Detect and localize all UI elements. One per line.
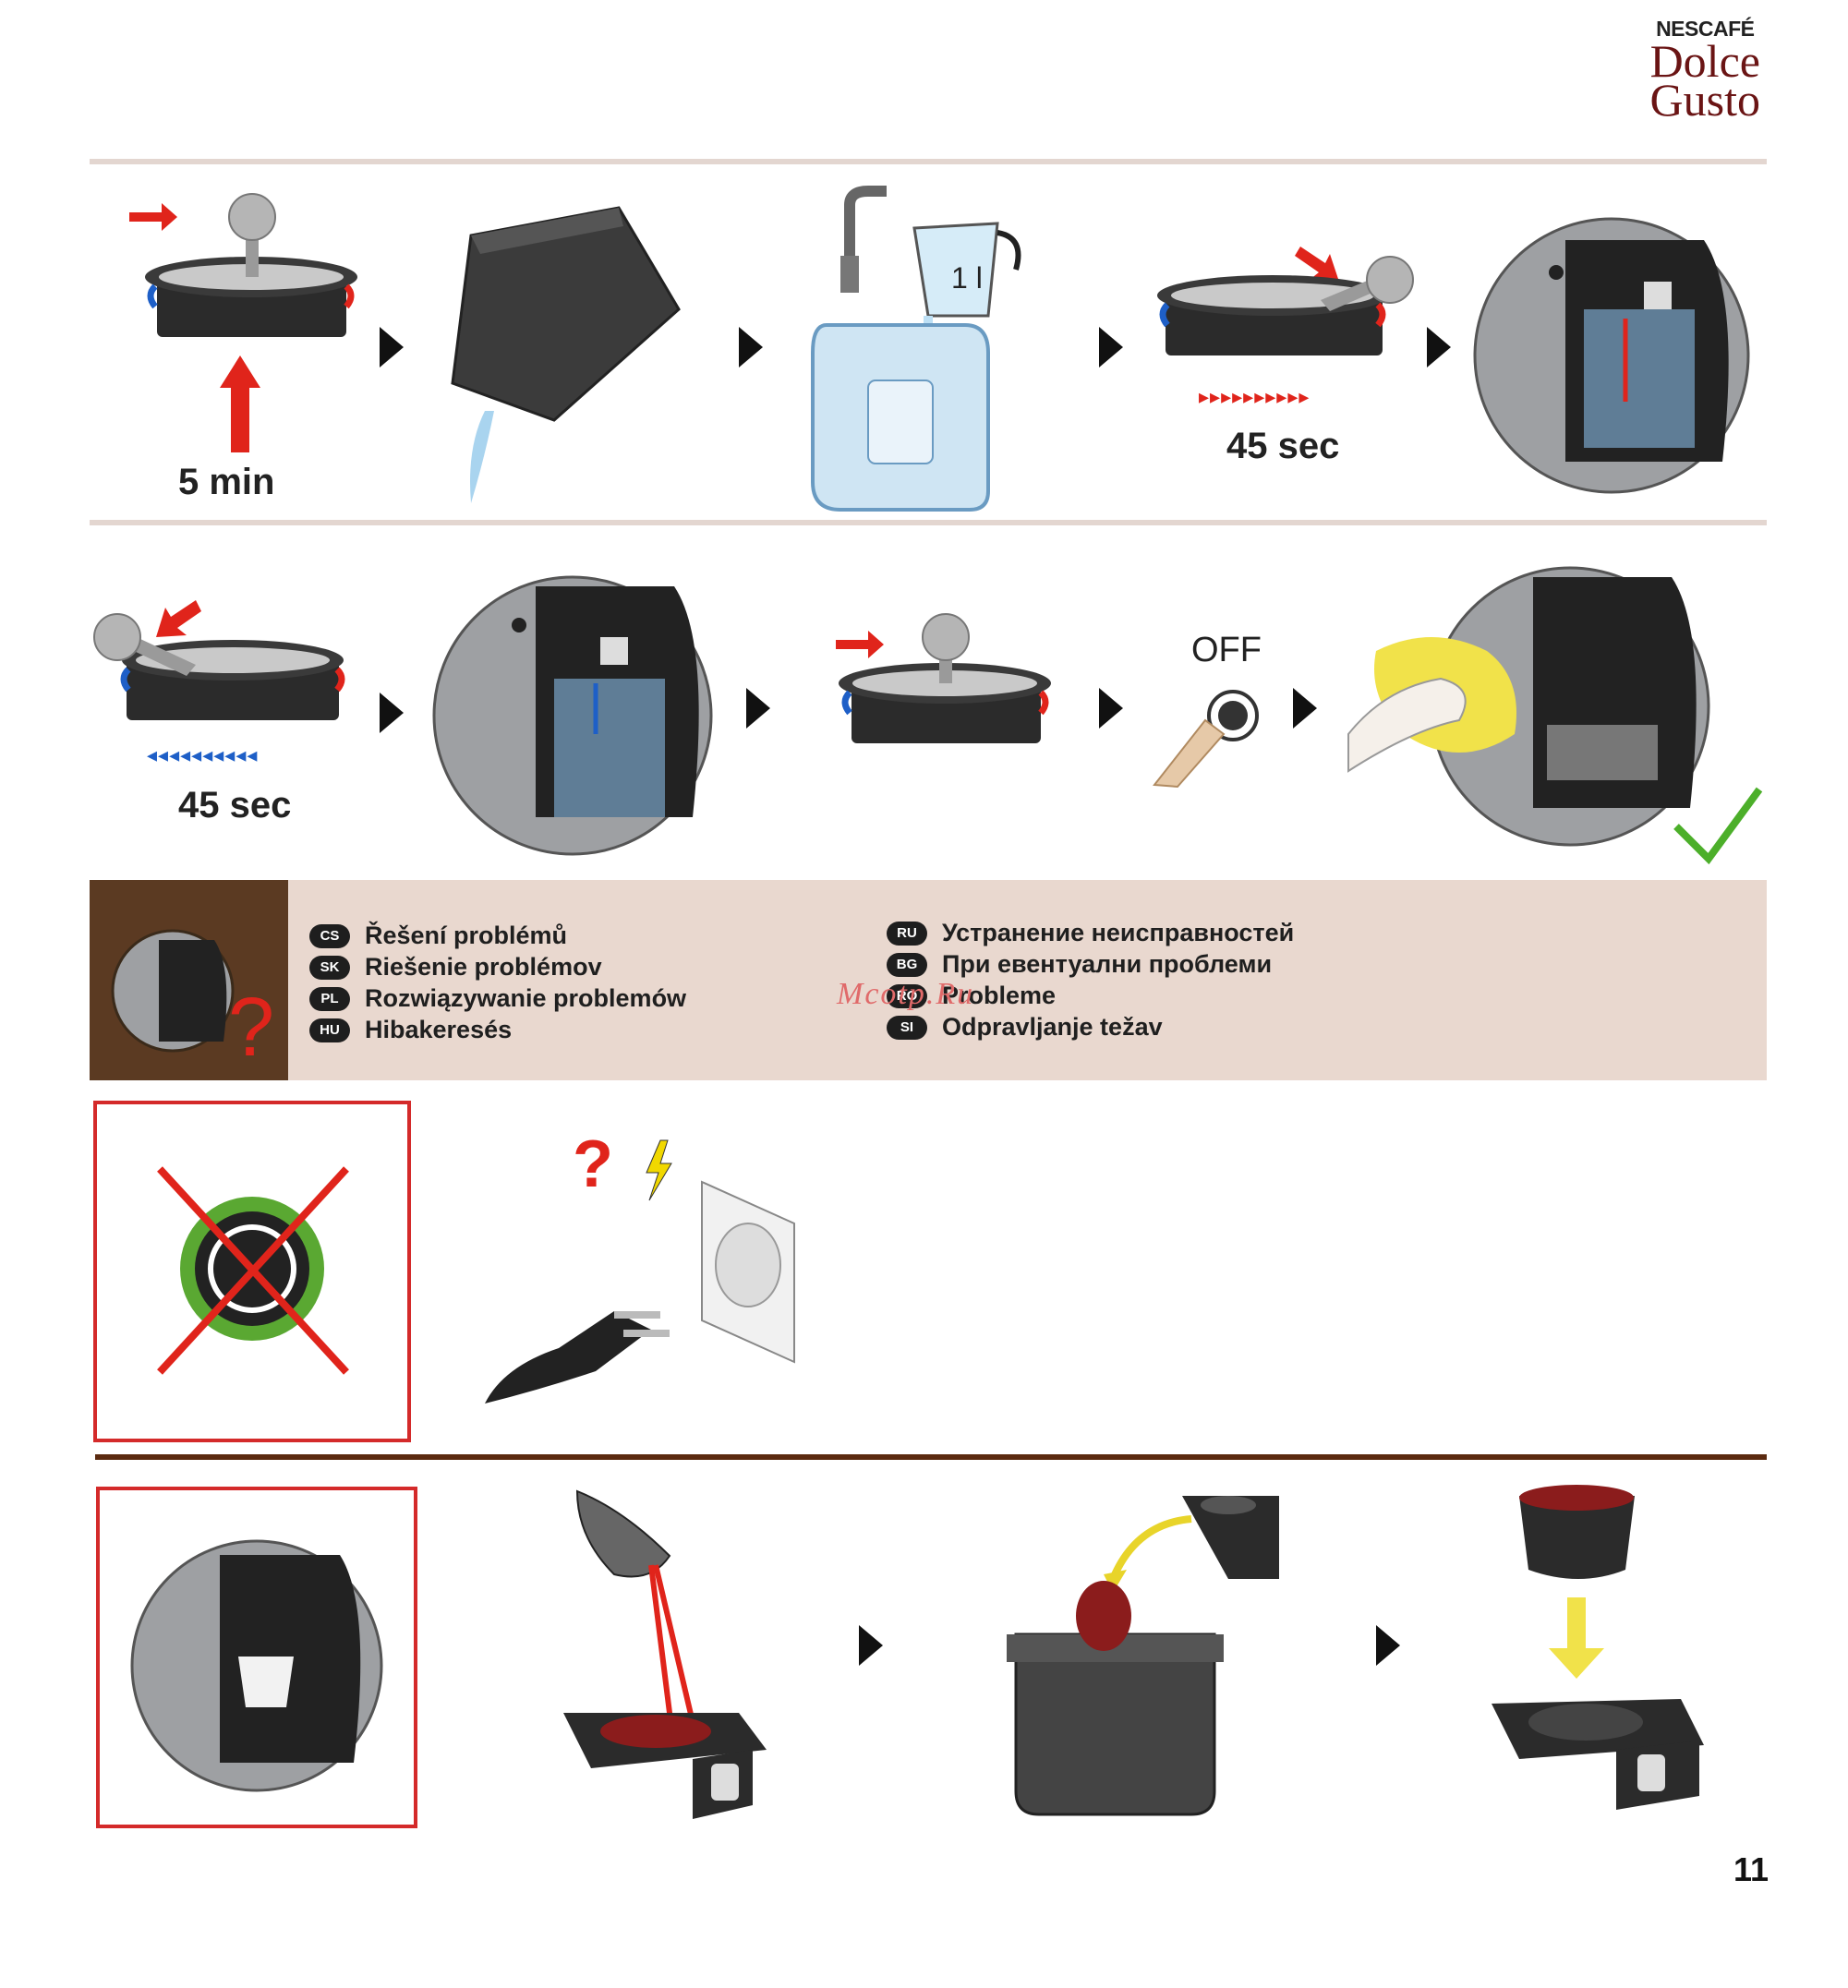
machine-dispense-cold-step	[434, 549, 711, 863]
finger-press-icon	[1154, 683, 1265, 794]
off-label: OFF	[1191, 631, 1262, 670]
empty-tank-step	[434, 199, 693, 512]
step-arrow	[380, 693, 404, 733]
machine-capsule-panel	[96, 1487, 417, 1828]
step-arrow	[739, 327, 763, 367]
duration-label: 45 sec	[1226, 426, 1339, 467]
duration-label-2: 45 sec	[178, 785, 291, 826]
lever-cold-icon: ◂◂◂◂◂◂◂◂◂◂	[90, 600, 330, 766]
lang-code-badge: RU	[887, 922, 927, 946]
lang-label: Rozwiązywanie problemów	[365, 984, 686, 1013]
lang-label: Устранение неисправностей	[942, 919, 1294, 947]
lever-neutral-icon	[813, 609, 1053, 766]
svg-text:◂◂◂◂◂◂◂◂◂◂: ◂◂◂◂◂◂◂◂◂◂	[147, 743, 258, 766]
logo-line2: Gusto	[1650, 80, 1760, 119]
step-arrow	[859, 1625, 883, 1666]
tank-emptying-icon	[434, 199, 693, 512]
volume-label: 1 l	[951, 261, 983, 295]
lang-code-badge: SI	[887, 1016, 927, 1040]
lang-item-pl: PL Rozwiązywanie problemów	[309, 984, 686, 1013]
brand-logo: NESCAFÉ Dolce Gusto	[1650, 17, 1760, 119]
coffee-machine-icon	[434, 549, 711, 863]
lang-label: Odpravljanje težav	[942, 1013, 1163, 1042]
lang-item-cs: CS Řešení problémů	[309, 922, 567, 950]
lang-code-badge: HU	[309, 1018, 350, 1042]
step-arrow	[1293, 688, 1317, 729]
power-off-step	[1154, 683, 1265, 794]
lever-neutral-icon	[120, 175, 351, 508]
step-arrow	[1427, 327, 1451, 367]
capsule-holder-icon	[554, 1482, 776, 1824]
capsule-bin-icon	[1007, 1477, 1284, 1819]
section-divider-middle	[90, 520, 1767, 525]
lang-label: При евентуални проблеми	[942, 950, 1272, 979]
step-arrow	[746, 688, 770, 729]
lang-item-hu: HU Hibakeresés	[309, 1016, 512, 1044]
step-arrow	[1376, 1625, 1400, 1666]
page-number: 11	[1733, 1850, 1769, 1889]
lang-item-si: SI Odpravljanje težav	[887, 1013, 1163, 1042]
water-jug-tank-icon	[813, 177, 1034, 519]
capsule-insert-icon	[1482, 1477, 1732, 1819]
question-mark-icon: ?	[573, 1127, 613, 1201]
lang-item-sk: SK Riešenie problémov	[309, 953, 602, 982]
lever-neutral-step	[120, 175, 351, 508]
no-power-panel	[93, 1101, 411, 1442]
lang-code-badge: SK	[309, 956, 350, 980]
coffee-machine-icon	[1478, 180, 1755, 512]
lang-code-badge: BG	[887, 953, 927, 977]
wait-time-label: 5 min	[178, 462, 274, 503]
troubleshooting-image: ?	[90, 880, 288, 1080]
lang-item-bg: BG При евентуални проблеми	[887, 950, 1272, 979]
fill-tank-step	[813, 177, 1034, 519]
remove-capsule-step	[1007, 1477, 1284, 1819]
lang-label: Řešení problémů	[365, 922, 567, 950]
power-button-crossed-icon	[97, 1104, 407, 1439]
lang-label: Riešenie problémov	[365, 953, 602, 982]
lang-code-badge: PL	[309, 987, 350, 1011]
lang-label: Hibakeresés	[365, 1016, 512, 1044]
machine-question-icon: ?	[90, 880, 288, 1080]
coffee-machine-icon	[100, 1490, 414, 1825]
power-plug-illustration: ?	[485, 1131, 803, 1408]
question-mark-icon: ?	[228, 982, 274, 1074]
lever-neutral-step-2	[813, 609, 1053, 766]
section-divider-top	[90, 159, 1767, 164]
svg-text:▸▸▸▸▸▸▸▸▸▸: ▸▸▸▸▸▸▸▸▸▸	[1199, 385, 1310, 408]
step-arrow	[1099, 327, 1123, 367]
lever-cold-step: ◂◂◂◂◂◂◂◂◂◂	[90, 600, 330, 766]
lever-hot-icon: ▸▸▸▸▸▸▸▸▸▸	[1154, 226, 1422, 411]
lang-item-ru: RU Устранение неисправностей	[887, 919, 1294, 947]
wipe-machine-step	[1348, 540, 1764, 868]
section-divider-brown	[95, 1454, 1767, 1460]
watermark: Mcotp.Ru	[837, 977, 974, 1012]
insert-capsule-step	[1482, 1477, 1732, 1819]
lang-code-badge: CS	[309, 924, 350, 948]
machine-dispense-hot-step	[1478, 180, 1755, 512]
lever-hot-step: ▸▸▸▸▸▸▸▸▸▸	[1154, 226, 1422, 411]
wipe-machine-icon	[1348, 540, 1764, 868]
plug-socket-icon: ?	[485, 1131, 803, 1408]
step-arrow	[380, 327, 404, 367]
capsule-holder-step	[554, 1482, 776, 1824]
step-arrow	[1099, 688, 1123, 729]
